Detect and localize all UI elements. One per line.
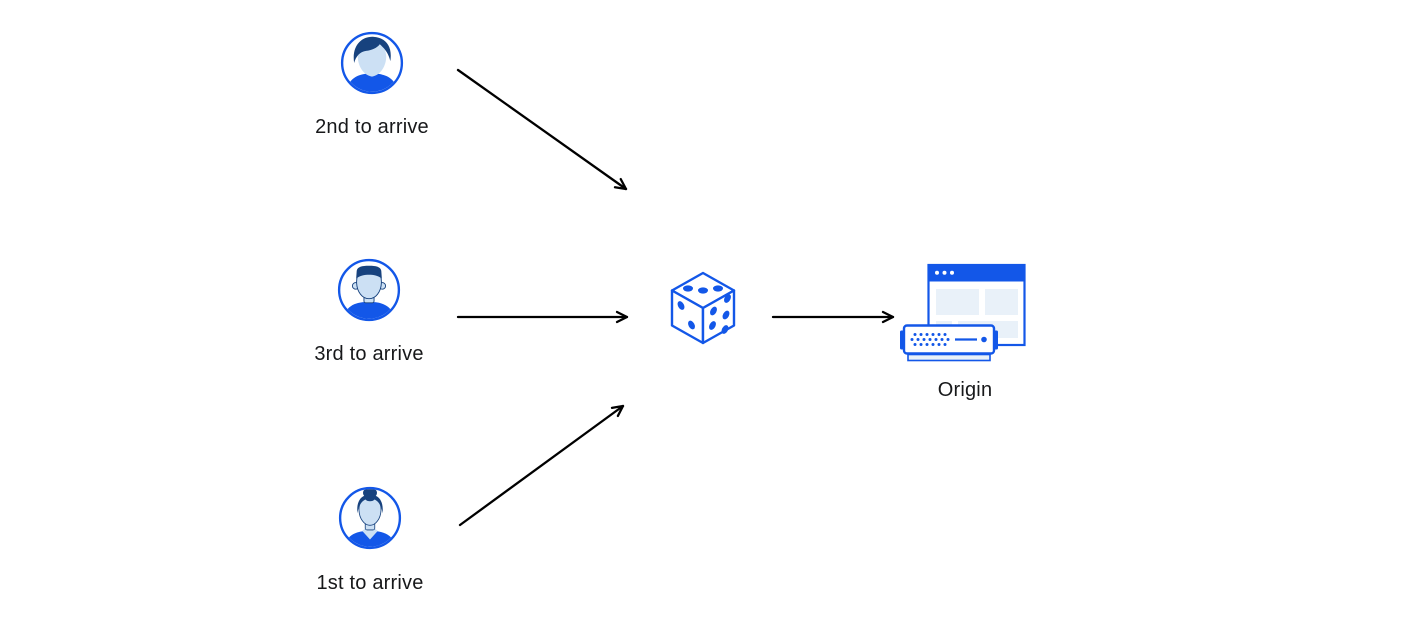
node-user-second [339,30,405,101]
node-label-user-second: 2nd to arrive [315,116,429,138]
node-label-user-first: 1st to arrive [316,572,424,594]
node-origin [898,262,1030,369]
node-label-user-third: 3rd to arrive [314,343,424,365]
node-user-third [336,257,402,328]
origin-server-icon [900,263,1026,362]
dice-icon [670,271,736,345]
male-avatar-swept-hair-icon [340,31,404,95]
male-avatar-flat-top-icon [337,258,401,322]
node-dice [668,270,738,351]
female-avatar-bun-icon [338,486,402,550]
arrow-user-second-to-dice [456,68,628,191]
arrow-user-first-to-dice [458,404,625,527]
node-label-origin: Origin [937,379,993,401]
node-user-first [337,485,403,556]
